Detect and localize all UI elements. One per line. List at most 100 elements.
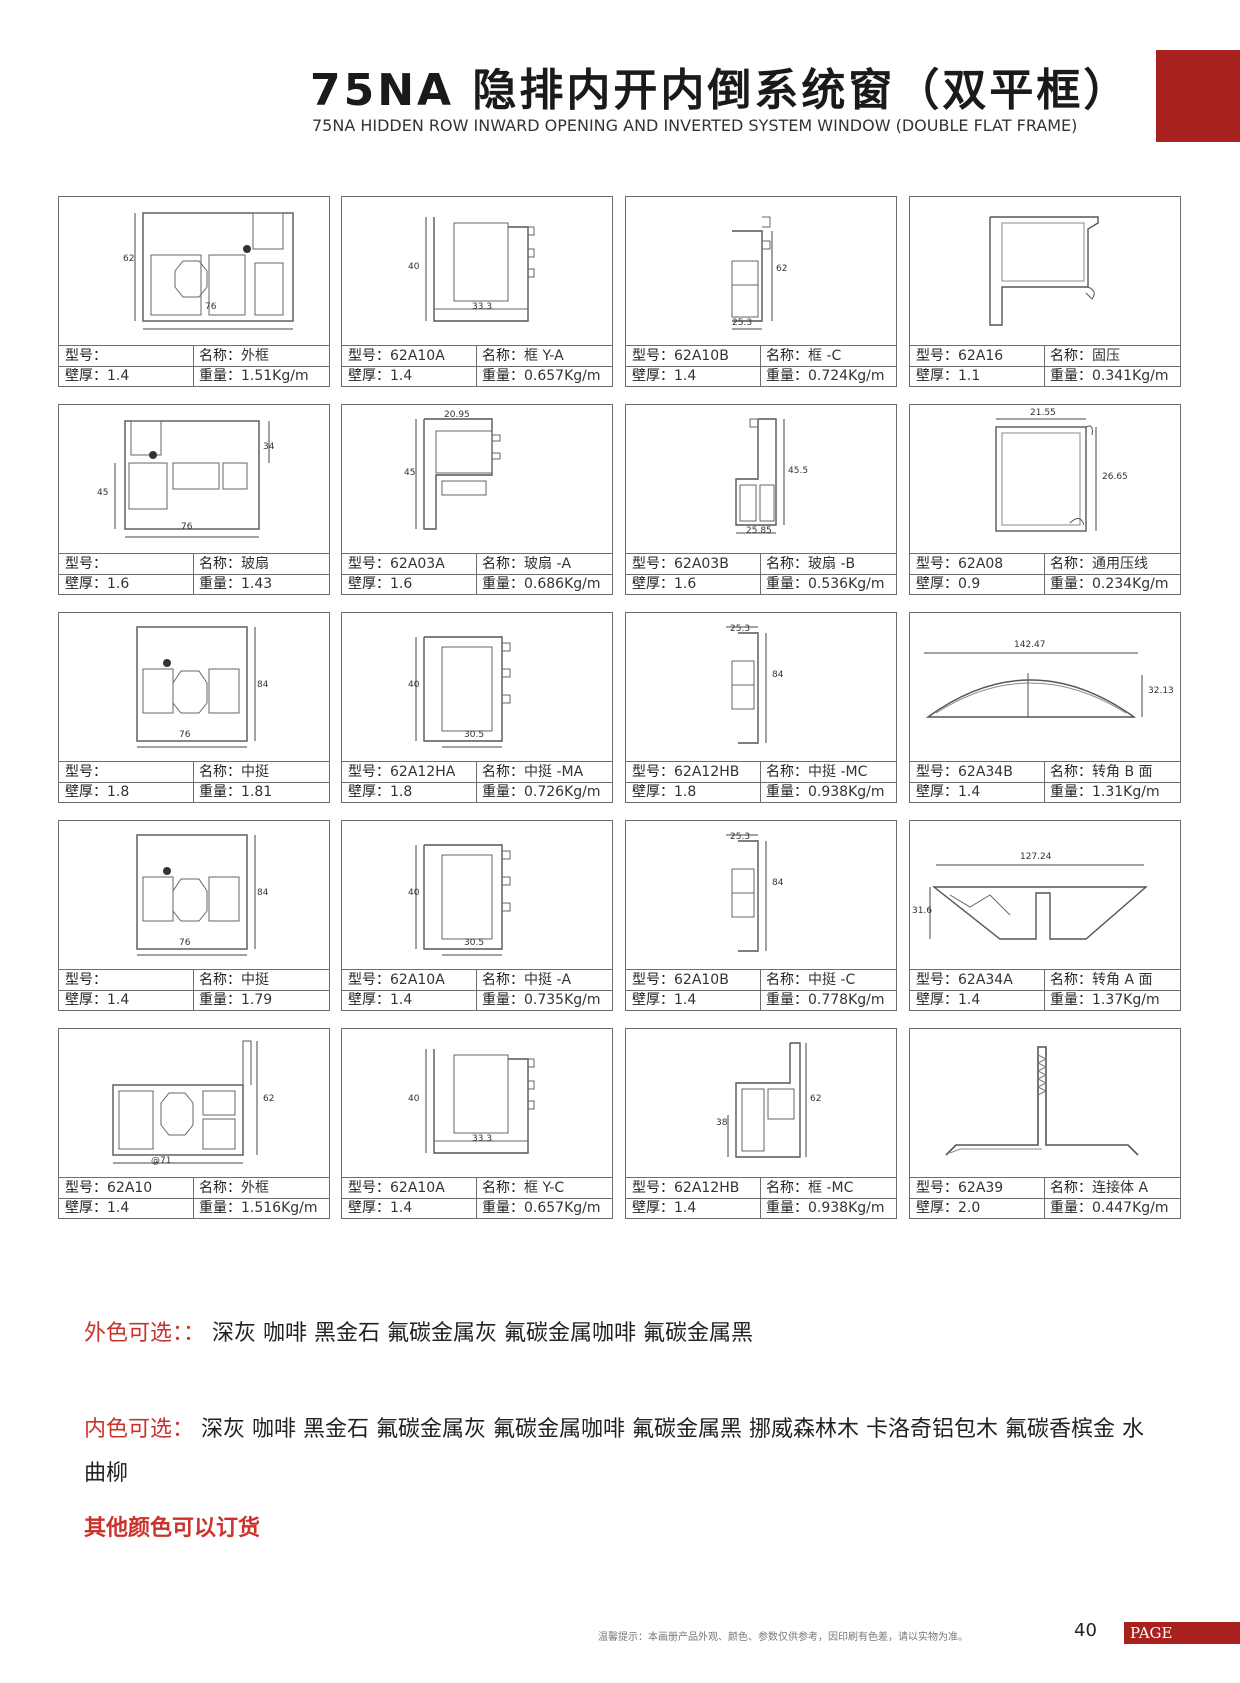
dimension-label: 76 — [179, 938, 191, 948]
name-value: 中挺 -MA — [524, 764, 584, 780]
wall-value: 1.6 — [390, 576, 413, 592]
dimension-label: 84 — [772, 670, 784, 680]
name-label: 名称： — [482, 764, 524, 780]
name-value: 固压 — [1092, 348, 1120, 364]
model-label: 型号： — [916, 1180, 958, 1196]
name-value: 框 -MC — [808, 1180, 854, 1196]
dimension-label: 33.3 — [472, 302, 492, 312]
name-value: 玻扇 — [241, 556, 269, 572]
model-label: 型号： — [65, 1180, 107, 1196]
weight-label: 重量： — [482, 1200, 524, 1216]
dimension-label: 76 — [181, 522, 193, 532]
model-label: 型号： — [916, 972, 958, 988]
dimension-label: 142.47 — [1014, 640, 1046, 650]
wall-label: 壁厚： — [632, 576, 674, 592]
profile-drawing: 142.47 32.13 — [909, 612, 1181, 762]
weight-label: 重量： — [1050, 368, 1092, 384]
wall-label: 壁厚： — [632, 992, 674, 1008]
name-value: 中挺 -C — [808, 972, 856, 988]
model-label: 型号： — [632, 1180, 674, 1196]
dimension-label: 84 — [257, 680, 269, 690]
wall-value: 1.8 — [674, 784, 697, 800]
weight-value: 1.79 — [241, 992, 273, 1008]
weight-value: 0.657Kg/m — [524, 368, 601, 384]
model-label: 型号： — [65, 764, 107, 780]
wall-value: 1.1 — [958, 368, 981, 384]
model-value: 62A10B — [674, 972, 729, 988]
name-label: 名称： — [1050, 348, 1092, 364]
dimension-label: 34 — [263, 442, 275, 452]
profile-drawing: 62@71 — [58, 1028, 330, 1178]
model-value: 62A10A — [390, 1180, 445, 1196]
page-label: PAGE — [1124, 1622, 1240, 1644]
page-title: 75NA 隐排内开内倒系统窗（双平框） — [310, 65, 1131, 116]
profile-drawing — [909, 1028, 1181, 1178]
weight-value: 1.516Kg/m — [241, 1200, 318, 1216]
page-number: 40 — [1074, 1620, 1097, 1641]
profile-drawing — [909, 196, 1181, 346]
wall-value: 1.4 — [958, 992, 981, 1008]
dimension-label: 30.5 — [464, 730, 484, 740]
dimension-label: 25.3 — [730, 624, 750, 634]
model-label: 型号： — [65, 556, 107, 572]
dimension-label: 62 — [123, 254, 134, 264]
header-red-block — [1156, 50, 1240, 142]
weight-value: 1.37Kg/m — [1092, 992, 1160, 1008]
model-label: 型号： — [916, 556, 958, 572]
dimension-label: 40 — [408, 262, 420, 272]
dimension-label: 32.13 — [1148, 686, 1174, 696]
name-value: 中挺 -MC — [808, 764, 868, 780]
weight-label: 重量： — [1050, 784, 1092, 800]
profile-drawing: 25.3 84 — [625, 612, 897, 762]
wall-value: 1.4 — [674, 368, 697, 384]
weight-label: 重量： — [199, 784, 241, 800]
model-value: 62A10 — [107, 1180, 153, 1196]
weight-label: 重量： — [482, 368, 524, 384]
name-label: 名称： — [482, 1180, 524, 1196]
name-value: 中挺 — [241, 972, 269, 988]
other-colors-note: 其他颜色可以订货 — [84, 1516, 261, 1541]
wall-label: 壁厚： — [348, 576, 390, 592]
wall-value: 2.0 — [958, 1200, 981, 1216]
wall-label: 壁厚： — [348, 784, 390, 800]
wall-value: 1.6 — [674, 576, 697, 592]
dimension-label: 26.65 — [1102, 472, 1128, 482]
dimension-label: 76 — [205, 302, 217, 312]
profile-sketch — [989, 216, 1099, 326]
dimension-label: 45.5 — [788, 466, 808, 476]
dimension-label: 31.6 — [912, 906, 932, 916]
weight-value: 1.31Kg/m — [1092, 784, 1160, 800]
name-label: 名称： — [199, 556, 241, 572]
dimension-label: 21.55 — [1030, 408, 1056, 418]
weight-label: 重量： — [766, 368, 808, 384]
model-value: 62A12HA — [390, 764, 456, 780]
wall-label: 壁厚： — [632, 1200, 674, 1216]
outer-colors: 外色可选：： 深灰 咖啡 黑金石 氟碳金属灰 氟碳金属咖啡 氟碳金属黑 — [84, 1312, 1164, 1356]
inner-colors-label: 内色可选： — [84, 1417, 195, 1442]
dimension-label: 62 — [810, 1094, 821, 1104]
weight-value: 0.778Kg/m — [808, 992, 885, 1008]
